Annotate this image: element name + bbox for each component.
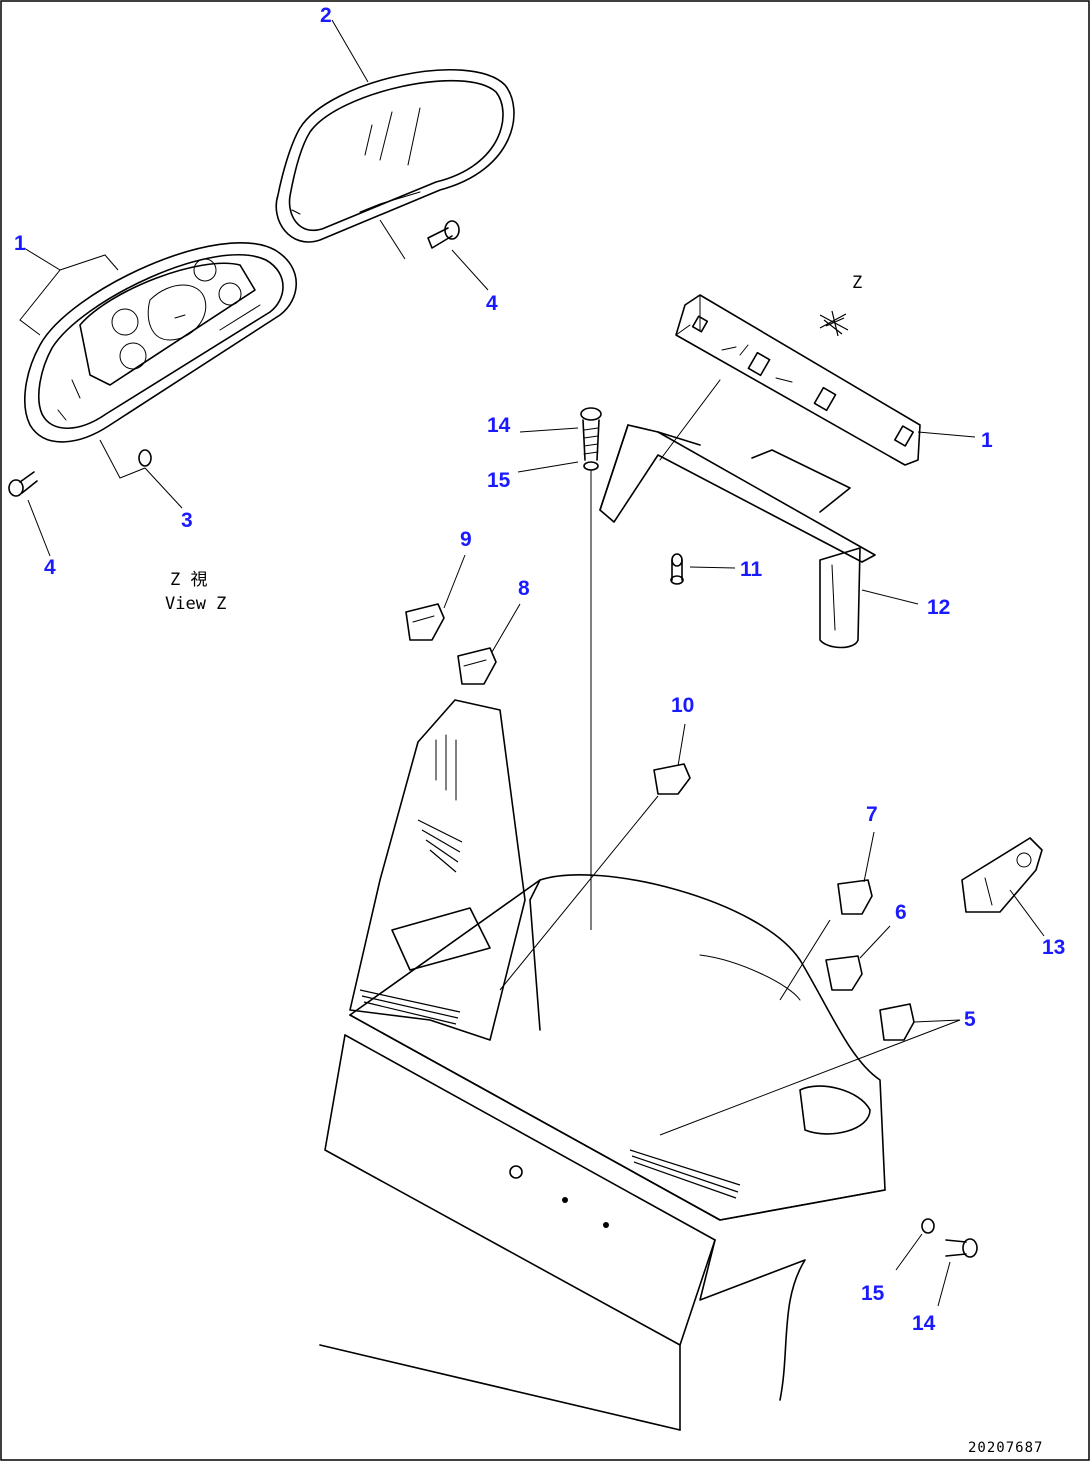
callout-11: 11 bbox=[740, 558, 763, 581]
callout-labels: 1 2 4 3 4 14 15 1 11 12 9 8 10 7 6 13 5 … bbox=[14, 4, 1065, 1335]
callout-6: 6 bbox=[895, 901, 907, 924]
bracket-part-12 bbox=[599, 379, 876, 649]
callout-1-switch-panel: 1 bbox=[981, 429, 993, 452]
callout-15-top: 15 bbox=[487, 469, 511, 492]
callout-10: 10 bbox=[671, 694, 694, 717]
switch-part-8 bbox=[457, 647, 497, 685]
bracket-part-13 bbox=[961, 837, 1043, 913]
bolt-washer-parts-14-15-top bbox=[580, 407, 602, 930]
callout-1-meter-cluster: 1 bbox=[14, 232, 26, 255]
switch-part-5 bbox=[879, 1003, 915, 1041]
bolt-washer-parts-14-15-bottom bbox=[921, 1218, 978, 1258]
callout-2: 2 bbox=[320, 4, 332, 27]
screw-part-4-lower bbox=[8, 471, 38, 497]
view-z-marker bbox=[819, 310, 849, 337]
callout-14-top: 14 bbox=[487, 414, 511, 437]
switch-part-10 bbox=[653, 763, 691, 795]
leader-lines bbox=[19, 19, 1045, 1307]
callout-12: 12 bbox=[927, 596, 950, 619]
callout-13: 13 bbox=[1042, 936, 1065, 959]
meter-cluster-part-1 bbox=[24, 242, 298, 443]
document-id: 20207687 bbox=[968, 1440, 1043, 1456]
console-housing bbox=[319, 699, 886, 1431]
callout-4-upper: 4 bbox=[486, 292, 498, 315]
callout-4-lower: 4 bbox=[44, 556, 56, 579]
callout-8: 8 bbox=[518, 577, 530, 600]
callout-7: 7 bbox=[866, 803, 878, 826]
switch-part-9 bbox=[405, 603, 445, 641]
callout-5: 5 bbox=[964, 1008, 976, 1031]
switch-part-6 bbox=[825, 955, 863, 991]
meter-cover-part-2 bbox=[275, 68, 515, 243]
switch-part-7 bbox=[837, 879, 873, 915]
bulb-part-3 bbox=[138, 449, 152, 467]
view-note-jp: Z 視 bbox=[170, 570, 207, 590]
callout-3: 3 bbox=[181, 509, 193, 532]
callout-9: 9 bbox=[460, 528, 472, 551]
screw-part-11 bbox=[670, 553, 684, 585]
view-z-letter: Z bbox=[852, 273, 862, 293]
view-note-en: View Z bbox=[165, 594, 226, 614]
callout-15-bottom: 15 bbox=[861, 1282, 885, 1305]
screw-part-4-upper bbox=[427, 220, 460, 249]
switch-panel-part-1 bbox=[675, 294, 921, 466]
callout-14-bottom: 14 bbox=[912, 1312, 936, 1335]
